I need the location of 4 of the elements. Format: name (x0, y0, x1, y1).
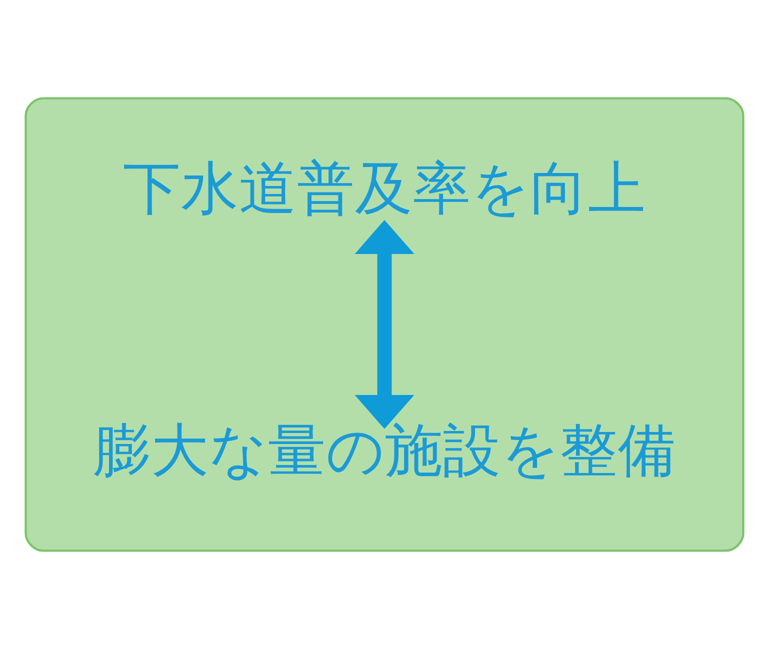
arrow (354, 220, 414, 429)
node-text: 下水道普及率を向上 (123, 154, 646, 222)
node-text: 膨大な量の施設を整備 (93, 417, 676, 484)
cluster (24, 97, 744, 552)
